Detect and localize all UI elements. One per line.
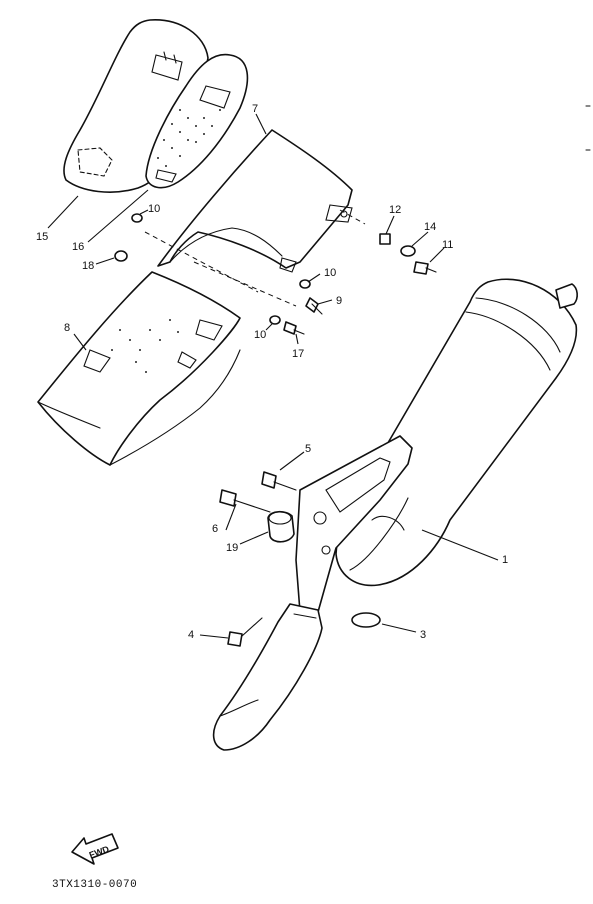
part-16-perforated-cover xyxy=(145,53,249,189)
alignment-lines xyxy=(144,209,366,307)
part-10-nut-lower xyxy=(269,315,281,325)
perforation-dots xyxy=(157,109,221,167)
part-14-washer xyxy=(400,245,416,257)
edge-marks xyxy=(585,105,591,151)
part-7-upper-heat-shield xyxy=(157,129,353,273)
part-10-nut-upper xyxy=(131,213,143,223)
callout-10-lower: 10 xyxy=(254,329,266,341)
muffler-bracket xyxy=(295,435,413,613)
part-8-lower-heat-shield xyxy=(37,271,241,466)
part-3-gasket xyxy=(351,612,381,628)
callout-7: 7 xyxy=(252,103,258,115)
part-18-grommet xyxy=(114,250,128,262)
part-1-muffler xyxy=(335,278,578,587)
part-4-bolt xyxy=(227,617,263,647)
callout-6: 6 xyxy=(212,523,218,535)
callout-12: 12 xyxy=(389,204,401,216)
callout-10-upper: 10 xyxy=(148,203,160,215)
callout-3: 3 xyxy=(420,629,426,641)
part-10-nut-middle xyxy=(299,279,311,289)
callout-4: 4 xyxy=(188,629,194,641)
callout-1: 1 xyxy=(502,554,508,566)
part-19-collar xyxy=(267,510,295,543)
part-17-bolt xyxy=(283,321,305,335)
callout-17: 17 xyxy=(292,348,304,360)
lower-shield-perforation xyxy=(111,319,179,373)
callout-16: 16 xyxy=(72,241,84,253)
callout-numbers: 7 10 15 16 18 8 10 9 10 17 12 14 11 5 6 … xyxy=(36,103,508,641)
part-9-screw xyxy=(305,297,323,315)
diagram-code: 3TX1310-0070 xyxy=(52,879,137,891)
leader-lines xyxy=(47,113,499,639)
callout-15: 15 xyxy=(36,231,48,243)
callout-11: 11 xyxy=(442,239,453,251)
part-11-bolt xyxy=(413,261,437,275)
part-6-bolt xyxy=(219,489,271,513)
callout-9: 9 xyxy=(336,295,342,307)
forward-arrow-icon: FWD xyxy=(71,833,119,865)
part-12-collar xyxy=(379,233,391,245)
callout-10-middle: 10 xyxy=(324,267,336,279)
callout-14: 14 xyxy=(424,221,436,233)
part-5-bolt xyxy=(261,471,297,491)
callout-5: 5 xyxy=(305,443,311,455)
callout-18: 18 xyxy=(82,260,94,272)
exhaust-pipe xyxy=(212,603,323,751)
callout-8: 8 xyxy=(64,322,70,334)
callout-19: 19 xyxy=(226,542,238,554)
